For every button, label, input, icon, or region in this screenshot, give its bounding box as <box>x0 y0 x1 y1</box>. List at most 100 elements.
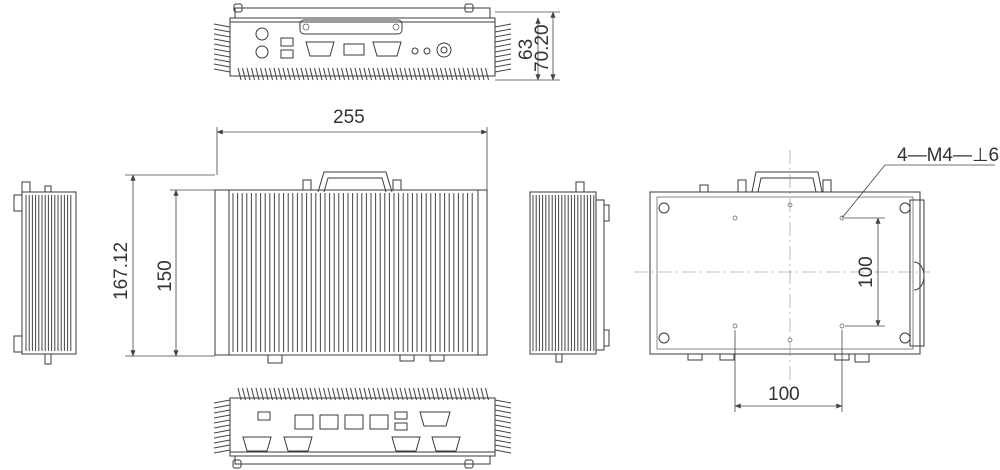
fin <box>242 387 246 401</box>
led <box>411 47 419 55</box>
fin <box>368 387 372 401</box>
fin <box>372 67 377 81</box>
db9-port <box>431 436 461 452</box>
fin <box>377 67 381 81</box>
fin <box>318 67 323 81</box>
fin <box>485 67 489 81</box>
fin <box>404 67 408 81</box>
fin <box>494 429 512 434</box>
fin <box>213 33 231 38</box>
front-bottom-fins <box>237 67 489 81</box>
fin <box>332 387 336 401</box>
fin <box>300 387 305 401</box>
corner-screw <box>899 202 911 214</box>
rear-view <box>213 387 512 469</box>
fin <box>309 67 314 81</box>
fin <box>336 387 341 401</box>
fin <box>213 444 231 449</box>
fin <box>494 439 512 444</box>
fin <box>213 449 231 454</box>
fin <box>395 67 399 81</box>
fin <box>476 387 480 401</box>
fin <box>246 387 251 401</box>
fin <box>255 67 260 81</box>
fin <box>435 387 440 401</box>
fin <box>494 53 512 58</box>
fin <box>440 387 444 401</box>
fin <box>485 387 489 401</box>
fin <box>213 58 231 63</box>
fin <box>399 67 404 81</box>
fin <box>242 67 246 81</box>
fin <box>305 387 309 401</box>
screw-knob <box>233 3 243 13</box>
fin <box>323 387 327 401</box>
dim-167-12: 167.12 <box>111 242 132 300</box>
fin <box>390 387 395 401</box>
fin <box>404 387 408 401</box>
fin <box>413 67 417 81</box>
antenna-knob <box>302 179 312 191</box>
fin <box>471 387 476 401</box>
fin <box>494 409 512 414</box>
fin <box>287 67 291 81</box>
fin <box>213 63 231 68</box>
fin <box>296 67 300 81</box>
fin <box>494 414 512 419</box>
left-end-view <box>13 181 77 365</box>
screw-knob <box>464 3 474 13</box>
fin <box>282 387 287 401</box>
fin <box>327 67 332 81</box>
fin <box>363 67 368 81</box>
fin <box>476 67 480 81</box>
fin <box>282 67 287 81</box>
fin <box>462 67 467 81</box>
dim-255: 255 <box>333 107 365 128</box>
fin <box>494 38 512 43</box>
fin <box>287 387 291 401</box>
antenna-knob <box>575 181 585 193</box>
fin <box>467 67 471 81</box>
fin <box>336 67 341 81</box>
fin <box>354 387 359 401</box>
handle <box>751 171 823 193</box>
hdmi-port <box>343 43 365 56</box>
main-side-view: 167.12 150 <box>111 171 488 364</box>
fin <box>431 387 435 401</box>
foot <box>267 354 283 364</box>
fin <box>494 23 512 28</box>
lan-port <box>369 414 389 430</box>
fin <box>417 387 422 401</box>
fin <box>408 387 413 401</box>
fin <box>399 387 404 401</box>
corner-screw <box>658 202 670 214</box>
fin <box>273 387 278 401</box>
fin <box>213 38 231 43</box>
fin <box>494 399 512 404</box>
fin <box>494 419 512 424</box>
foot <box>399 354 415 362</box>
right-end-fins <box>532 195 595 351</box>
fin <box>273 67 278 81</box>
mount-hole <box>839 215 845 221</box>
fin <box>305 67 309 81</box>
fin <box>213 424 231 429</box>
fin <box>494 58 512 63</box>
antenna-knob <box>21 181 31 193</box>
fin <box>213 404 231 409</box>
db9-port <box>372 41 402 57</box>
antenna-knob <box>737 179 747 193</box>
fin <box>471 67 476 81</box>
fin <box>426 387 431 401</box>
fin <box>278 387 282 401</box>
fin <box>341 387 345 401</box>
fin <box>213 429 231 434</box>
fin <box>386 387 390 401</box>
dim-100-vertical: 100 <box>856 256 877 288</box>
fin <box>494 33 512 38</box>
fin <box>467 387 471 401</box>
fin <box>332 67 336 81</box>
screw-callout: 4—M4—⊥6 <box>897 145 999 166</box>
scsi-connector <box>299 19 403 35</box>
dim-63: 63 <box>516 39 537 60</box>
